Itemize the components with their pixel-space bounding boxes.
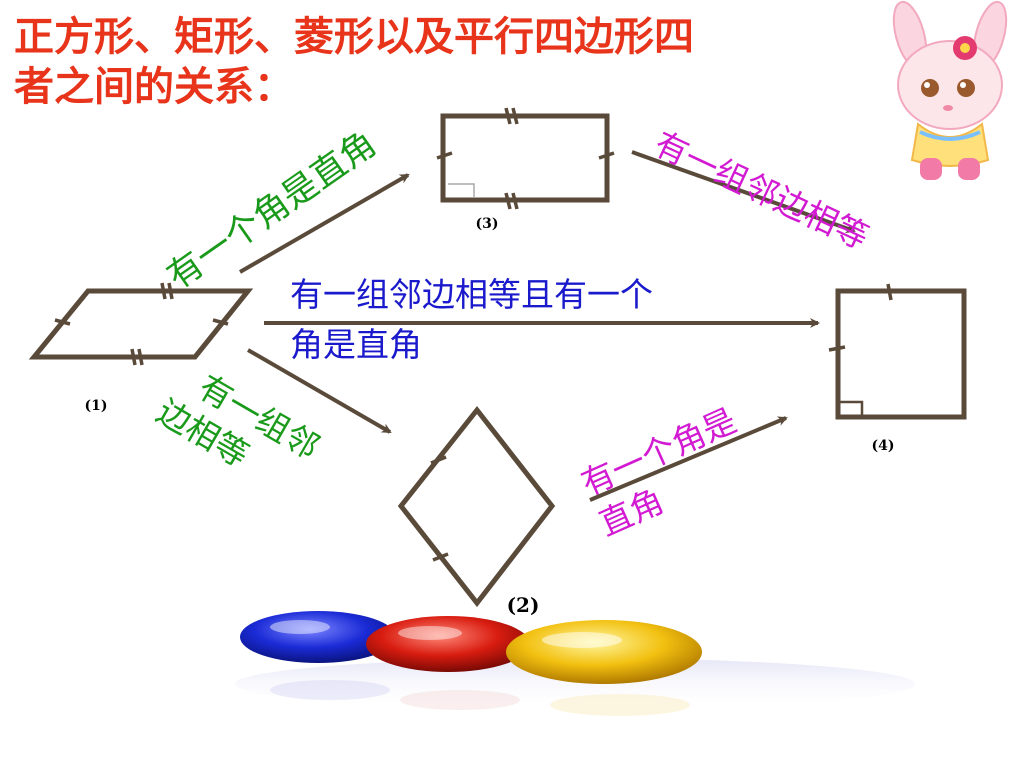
parallelogram-figure: [28, 282, 254, 366]
arrow-rectangle-to-square: [631, 150, 856, 234]
condition-parallelogram-to-rectangle: 有一个角是直角: [160, 124, 384, 297]
figure-label-2: (2): [507, 593, 540, 617]
rhombus-figure: [397, 405, 556, 608]
arrow-parallelogram-to-rhombus: [246, 348, 392, 434]
arrow-parallelogram-to-rectangle: [238, 173, 410, 274]
arrow-rhombus-to-square: [589, 416, 788, 502]
condition-rectangle-to-square: 有一组邻边相等: [649, 124, 875, 257]
condition-parallelogram-to-square-line2: 角是直角: [290, 325, 422, 364]
bunny-mascot-icon: [876, 0, 1024, 190]
title-line-2: 者之间的关系：: [14, 63, 294, 110]
colored-marbles-icon: [235, 611, 915, 716]
condition-parallelogram-to-square-line1: 有一组邻边相等且有一个: [290, 275, 653, 314]
figure-label-4: (4): [872, 438, 895, 454]
condition-rhombus-to-square-line1: 有一个角是: [575, 401, 742, 504]
title-line-1: 正方形、矩形、菱形以及平行四边形四: [14, 13, 694, 60]
rectangle-figure: [436, 107, 615, 210]
page-title: 正方形、矩形、菱形以及平行四边形四 者之间的关系：: [14, 12, 874, 112]
figure-label-1: (1): [85, 398, 108, 414]
square-figure: [828, 283, 967, 420]
figure-label-3: (3): [476, 216, 499, 232]
